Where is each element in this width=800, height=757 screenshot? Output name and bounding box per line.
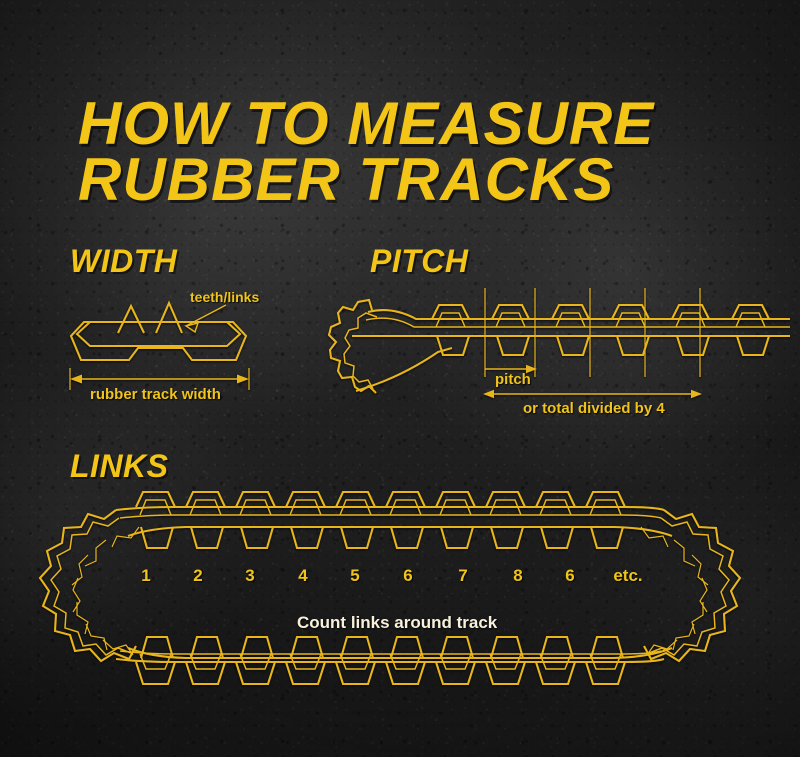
sprocket-icon (327, 298, 378, 394)
links-track-loop-diagram (38, 490, 742, 686)
link-number-2: 2 (193, 566, 203, 585)
count-links-instruction: Count links around track (297, 613, 498, 632)
link-number-1: 1 (141, 566, 151, 585)
pitch-dimension-label: pitch (495, 371, 531, 388)
pitch-profile-diagram (327, 288, 790, 399)
link-number-5: 5 (350, 566, 360, 585)
section-heading-width: WIDTH (70, 243, 178, 279)
link-number-3: 3 (245, 566, 255, 585)
link-number-8: 8 (513, 566, 523, 585)
sprocket-icon-right (640, 509, 742, 663)
section-heading-pitch: PITCH (370, 243, 469, 279)
link-number-10: etc. (613, 566, 643, 585)
link-number-9: 6 (565, 566, 575, 585)
link-number-6: 6 (403, 566, 413, 585)
page-title: HOW TO MEASURE RUBBER TRACKS (78, 90, 655, 213)
link-number-4: 4 (298, 566, 308, 585)
width-cross-section-diagram (69, 300, 250, 390)
teeth-links-callout-label: teeth/links (190, 289, 260, 305)
section-heading-links: LINKS (70, 448, 169, 484)
pitch-total-note-label: or total divided by 4 (523, 400, 665, 417)
sprocket-icon-left (38, 509, 140, 663)
rubber-track-width-label: rubber track width (90, 386, 221, 403)
link-number-7: 7 (458, 566, 468, 585)
